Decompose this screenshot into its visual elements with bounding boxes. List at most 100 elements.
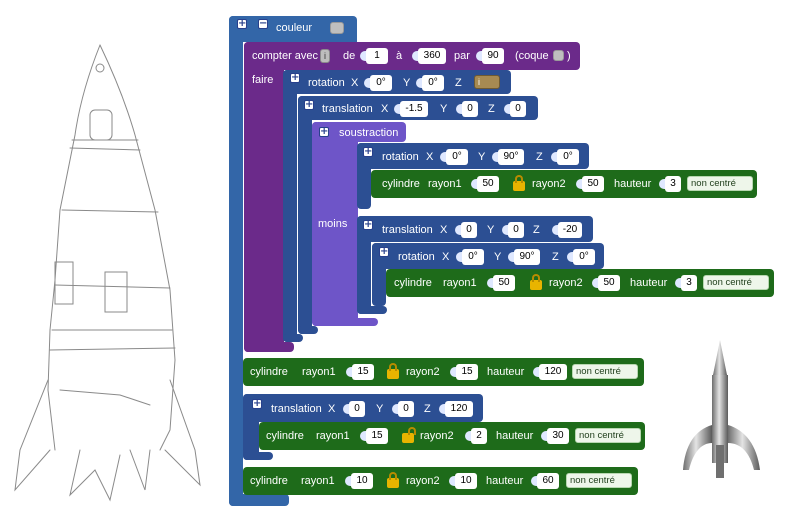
loop-from-input[interactable]: 1 (360, 48, 388, 64)
rayon1-input[interactable]: 10 (345, 473, 373, 489)
rayon2-input[interactable]: 2 (465, 428, 487, 444)
translation-block-1-footer (298, 326, 318, 334)
rocket-sketch (14, 44, 201, 502)
rotation-x-input[interactable]: 0° (440, 149, 468, 165)
hauteur-input[interactable]: 120 (533, 364, 567, 380)
hauteur-input[interactable]: 60 (531, 473, 559, 489)
rotation-block-3[interactable] (372, 243, 604, 269)
cylindre-label: cylindre (394, 277, 432, 289)
rotation-y-input[interactable]: 90° (492, 149, 524, 165)
rotation-x-input[interactable]: 0° (364, 75, 392, 91)
rotation-z-variable[interactable]: i (474, 75, 500, 89)
expand-plus-icon[interactable]: + (237, 18, 247, 29)
translation-block-3-footer (243, 452, 273, 460)
rayon1-label: rayon1 (443, 277, 477, 289)
translation-label: translation (382, 224, 433, 236)
centre-dropdown[interactable]: non centré (566, 473, 632, 488)
loop-coque-close: ) (567, 50, 571, 62)
y-label: Y (403, 77, 411, 89)
translation-y-input[interactable]: 0 (392, 401, 414, 417)
rotation-y-input[interactable]: 0° (416, 75, 444, 91)
rotation-block-2[interactable] (357, 143, 589, 169)
rotation-block-1[interactable] (283, 70, 511, 94)
rayon1-input[interactable]: 50 (471, 176, 499, 192)
rotation-z-input[interactable]: 0° (551, 149, 579, 165)
hauteur-label: hauteur (614, 178, 652, 190)
unlocked-lock-icon[interactable] (402, 427, 416, 443)
color-swatch[interactable] (330, 22, 344, 34)
rayon2-input[interactable]: 15 (450, 364, 478, 380)
translation-block-3-spine (243, 394, 259, 460)
rayon2-input[interactable]: 50 (576, 176, 604, 192)
hauteur-label: hauteur (630, 277, 668, 289)
y-label: Y (487, 224, 495, 236)
translation-block-2-footer (357, 306, 387, 314)
hauteur-label: hauteur (486, 475, 524, 487)
lock-icon[interactable] (513, 175, 525, 191)
hauteur-input[interactable]: 3 (659, 176, 681, 192)
translation-x-input[interactable]: -1.5 (394, 101, 428, 117)
centre-dropdown[interactable]: non centré (572, 364, 638, 379)
centre-dropdown[interactable]: non centré (575, 428, 641, 443)
rotation-block-3-spine (372, 243, 386, 306)
loop-coque-label: (coque (515, 50, 549, 62)
translation-z-input[interactable]: -20 (552, 222, 582, 238)
z-label: Z (424, 403, 431, 415)
expand-plus-icon[interactable]: + (363, 219, 373, 230)
coque-checkbox[interactable] (553, 50, 564, 61)
cylindre-label: cylindre (250, 366, 288, 378)
expand-plus-icon[interactable]: + (319, 126, 329, 137)
collapse-minus-icon[interactable]: − (258, 18, 268, 29)
rayon2-input[interactable]: 10 (449, 473, 477, 489)
rayon1-label: rayon1 (302, 366, 336, 378)
rayon1-label: rayon1 (428, 178, 462, 190)
loop-to-input[interactable]: 360 (412, 48, 446, 64)
x-label: X (381, 103, 389, 115)
loop-par-label: par (454, 50, 470, 62)
rayon1-input[interactable]: 15 (360, 428, 388, 444)
rotation-block-1-spine (283, 70, 297, 342)
rayon2-label: rayon2 (420, 430, 454, 442)
rayon1-label: rayon1 (316, 430, 350, 442)
translation-x-input[interactable]: 0 (343, 401, 365, 417)
lock-icon[interactable] (387, 472, 399, 488)
rayon2-input[interactable]: 50 (592, 275, 620, 291)
rayon1-input[interactable]: 50 (487, 275, 515, 291)
rotation-block-1-footer (283, 334, 303, 342)
loop-faire-label: faire (252, 74, 274, 86)
rotation-x-input[interactable]: 0° (456, 249, 484, 265)
z-label: Z (455, 77, 462, 89)
z-label: Z (488, 103, 495, 115)
centre-dropdown[interactable]: non centré (687, 176, 753, 191)
y-label: Y (440, 103, 448, 115)
loop-a-label: à (396, 50, 403, 62)
rotation-z-input[interactable]: 0° (567, 249, 595, 265)
lock-icon[interactable] (387, 363, 399, 379)
hauteur-input[interactable]: 3 (675, 275, 697, 291)
y-label: Y (478, 151, 486, 163)
translation-y-input[interactable]: 0 (502, 222, 524, 238)
hauteur-input[interactable]: 30 (541, 428, 569, 444)
expand-plus-icon[interactable]: + (304, 99, 314, 110)
rotation-label: rotation (382, 151, 419, 163)
expand-plus-icon[interactable]: + (290, 72, 300, 83)
lock-icon[interactable] (530, 274, 542, 290)
expand-plus-icon[interactable]: + (379, 246, 389, 257)
loop-step-input[interactable]: 90 (476, 48, 504, 64)
translation-x-input[interactable]: 0 (455, 222, 477, 238)
centre-dropdown[interactable]: non centré (703, 275, 769, 290)
translation-y-input[interactable]: 0 (456, 101, 478, 117)
loop-variable-dropdown[interactable]: i (320, 49, 330, 63)
rayon2-label: rayon2 (532, 178, 566, 190)
couleur-block-spine (229, 16, 243, 506)
translation-label: translation (271, 403, 322, 415)
expand-plus-icon[interactable]: + (363, 146, 373, 157)
soustraction-block-footer (312, 318, 378, 326)
translation-z-input[interactable]: 0 (504, 101, 526, 117)
rayon2-label: rayon2 (406, 366, 440, 378)
translation-z-input[interactable]: 120 (439, 401, 473, 417)
rotation-label: rotation (398, 251, 435, 263)
rayon1-input[interactable]: 15 (346, 364, 374, 380)
rotation-y-input[interactable]: 90° (508, 249, 540, 265)
expand-plus-icon[interactable]: + (252, 398, 262, 409)
